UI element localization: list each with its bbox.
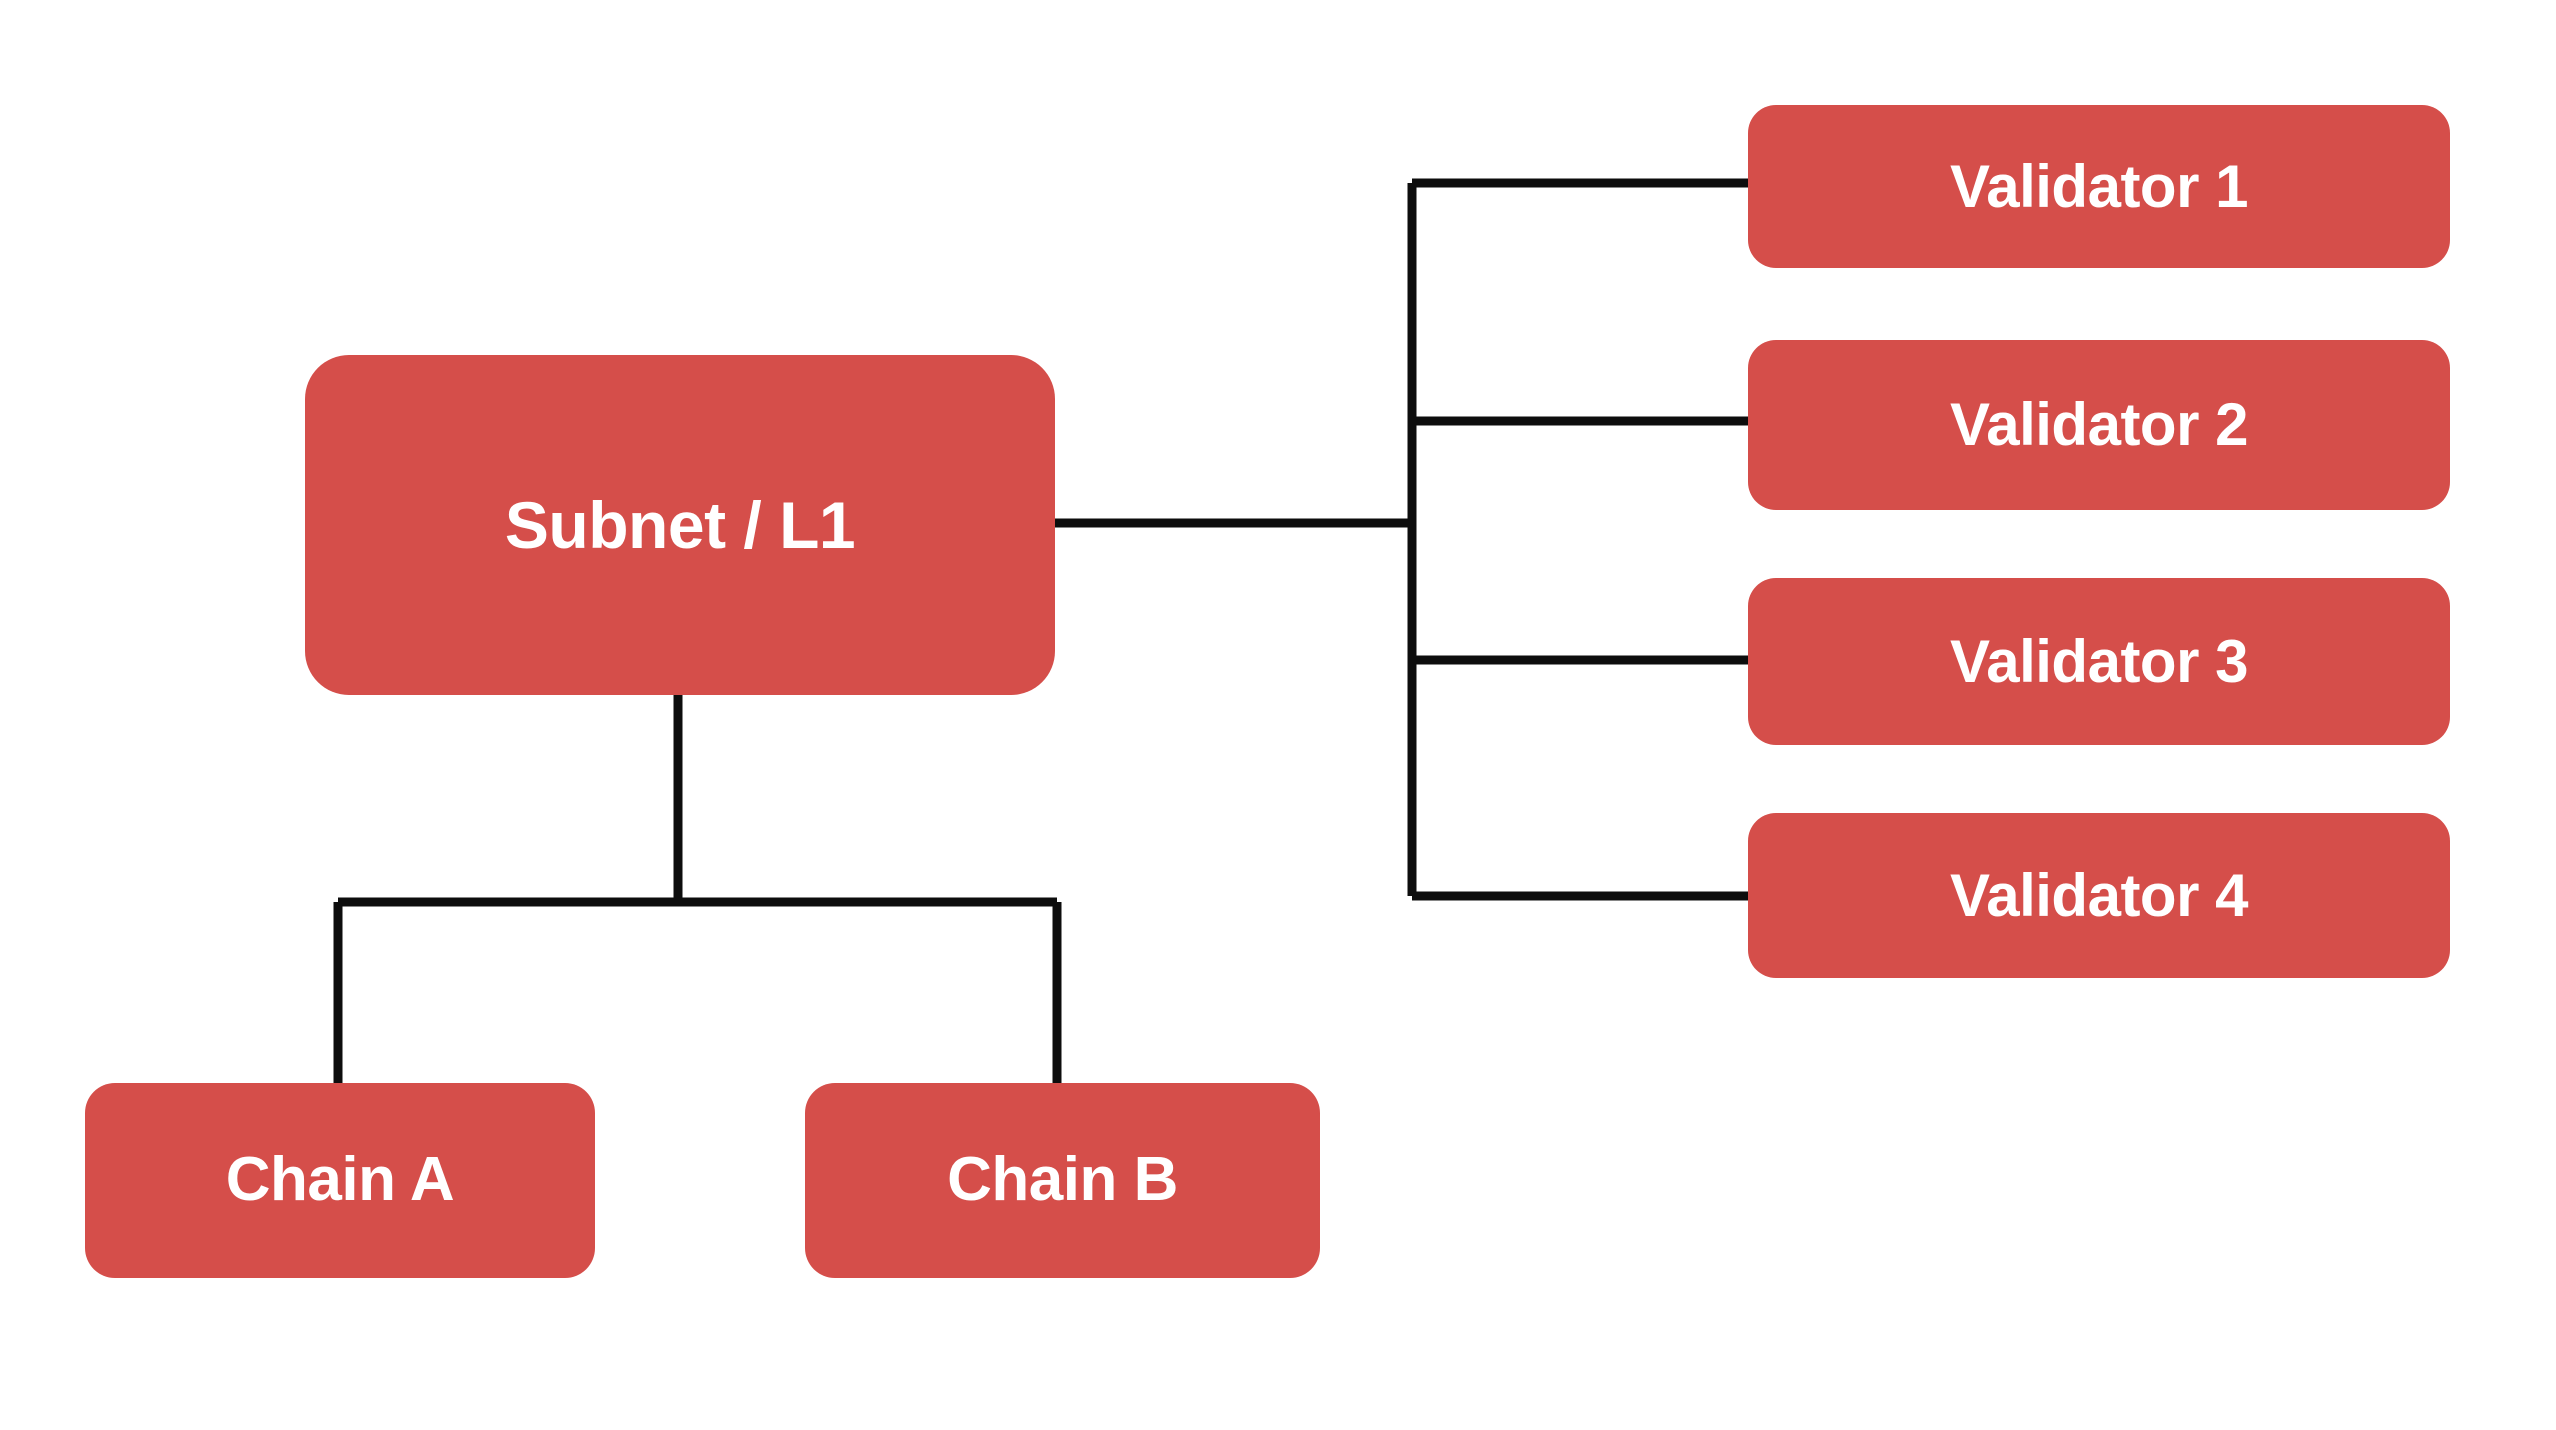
node-subnet-l1[interactable]: Subnet / L1 [305,355,1055,695]
node-chain-b[interactable]: Chain B [805,1083,1320,1278]
node-chain-a[interactable]: Chain A [85,1083,595,1278]
node-validator-2[interactable]: Validator 2 [1748,340,2450,510]
node-validator-3[interactable]: Validator 3 [1748,578,2450,745]
node-validator-1[interactable]: Validator 1 [1748,105,2450,268]
node-validator-4[interactable]: Validator 4 [1748,813,2450,978]
